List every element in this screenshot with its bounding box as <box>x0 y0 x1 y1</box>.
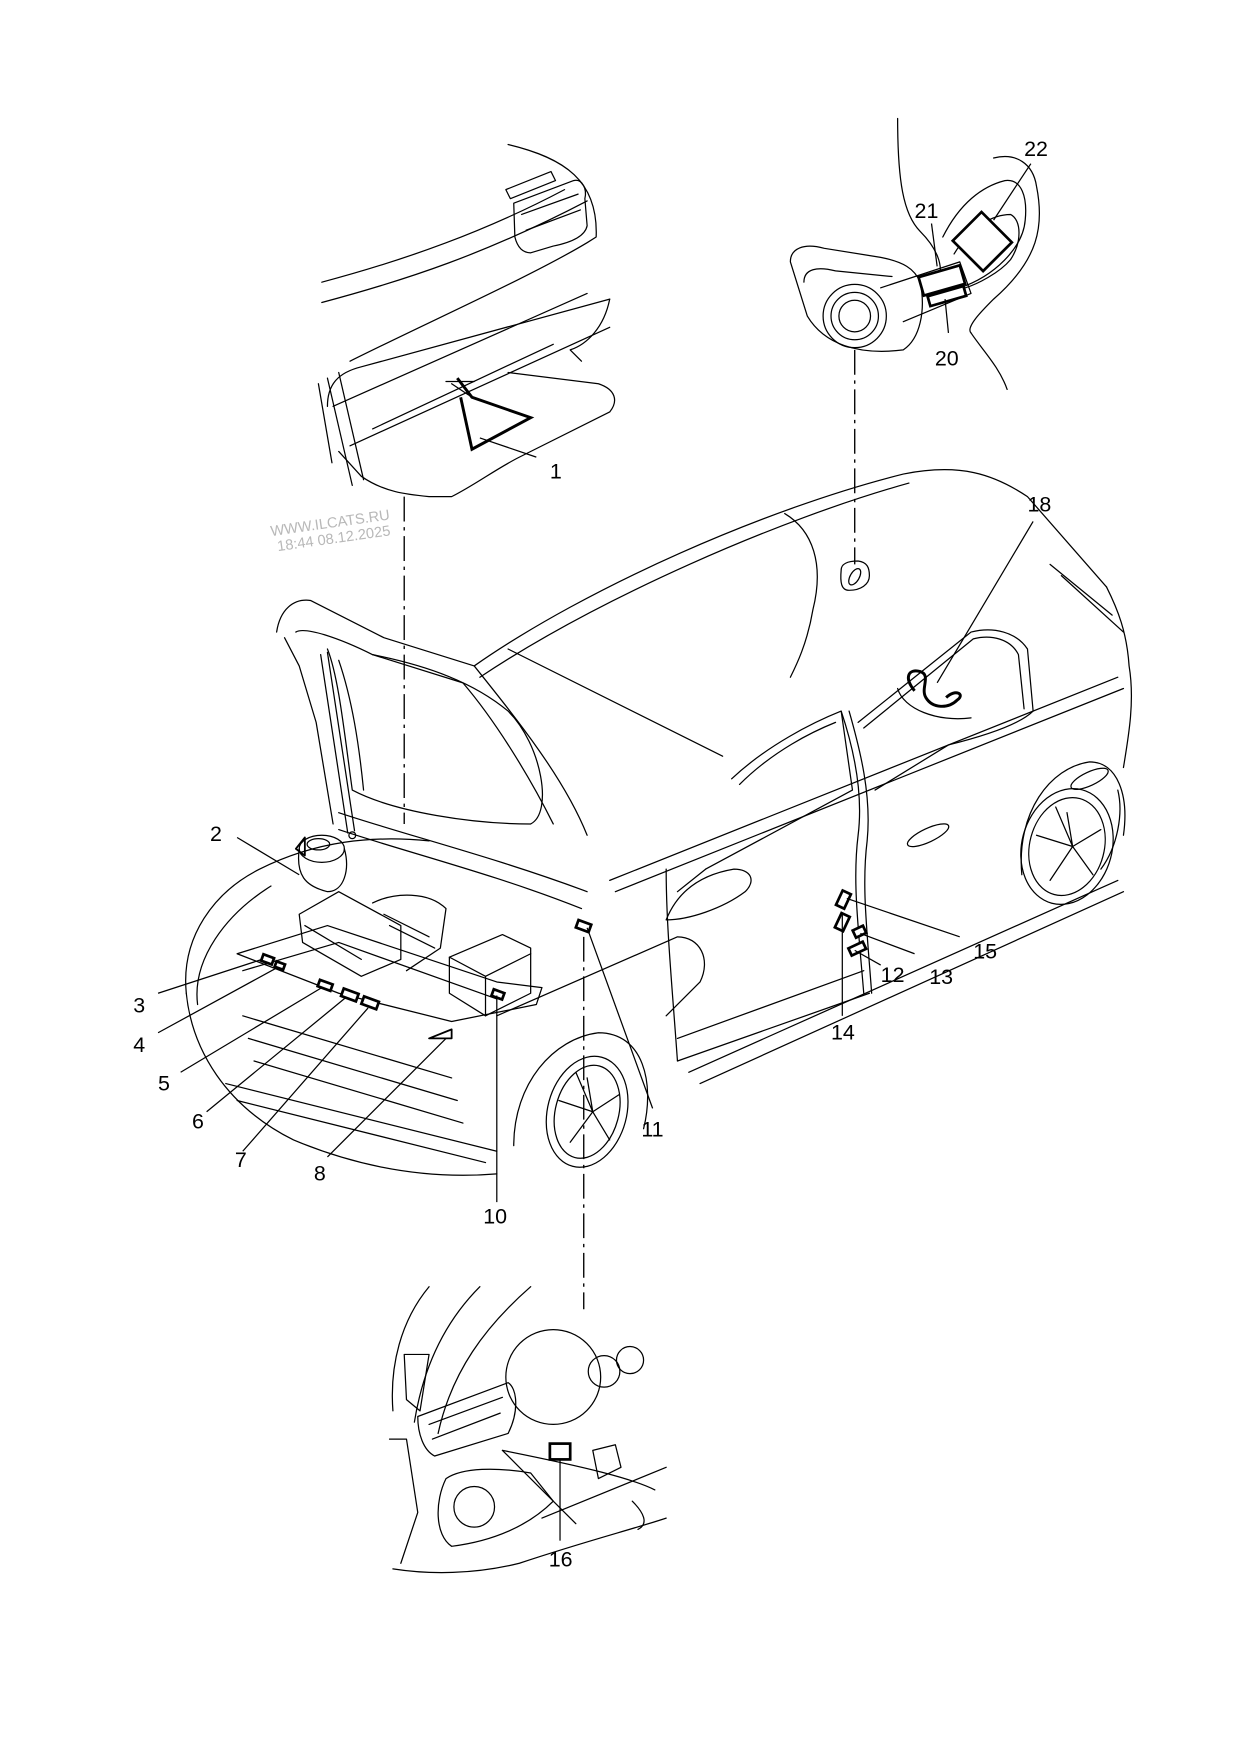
hood-detail-view <box>317 143 616 498</box>
callout-10[interactable]: 10 <box>483 1205 507 1229</box>
fuel-flap-detail-view <box>789 117 1041 391</box>
callout-21[interactable]: 21 <box>915 199 939 223</box>
hood-and-engine-bay <box>185 599 705 1176</box>
leader-lines <box>157 163 1034 1541</box>
callout-20[interactable]: 20 <box>935 347 959 371</box>
callout-14[interactable]: 14 <box>831 1021 855 1045</box>
callout-15[interactable]: 15 <box>973 939 997 963</box>
callout-6[interactable]: 6 <box>192 1110 204 1134</box>
callout-2[interactable]: 2 <box>210 822 222 846</box>
callout-18[interactable]: 18 <box>1027 492 1051 516</box>
callout-12[interactable]: 12 <box>881 963 905 987</box>
callout-5[interactable]: 5 <box>158 1071 170 1095</box>
callout-13[interactable]: 13 <box>929 965 953 989</box>
callout-11[interactable]: 11 <box>641 1118 663 1142</box>
callout-16[interactable]: 16 <box>549 1548 573 1572</box>
hood-label-1-marker <box>456 377 535 452</box>
callout-22[interactable]: 22 <box>1024 137 1048 161</box>
callout-labels: 1 2 3 4 5 6 7 8 10 11 12 13 14 15 16 18 … <box>133 137 1051 1572</box>
callout-3[interactable]: 3 <box>133 993 145 1017</box>
watermark: WWW.ILCATS.RU 18:44 08.12.2025 <box>270 507 392 555</box>
callout-7[interactable]: 7 <box>235 1148 247 1172</box>
reference-lines <box>403 349 856 1310</box>
callout-8[interactable]: 8 <box>314 1162 326 1186</box>
dashboard-detail-view <box>388 1286 667 1574</box>
callout-1[interactable]: 1 <box>550 460 562 484</box>
window-label-18-marker <box>906 669 962 708</box>
car-body <box>473 469 1133 1085</box>
callout-4[interactable]: 4 <box>133 1033 145 1057</box>
